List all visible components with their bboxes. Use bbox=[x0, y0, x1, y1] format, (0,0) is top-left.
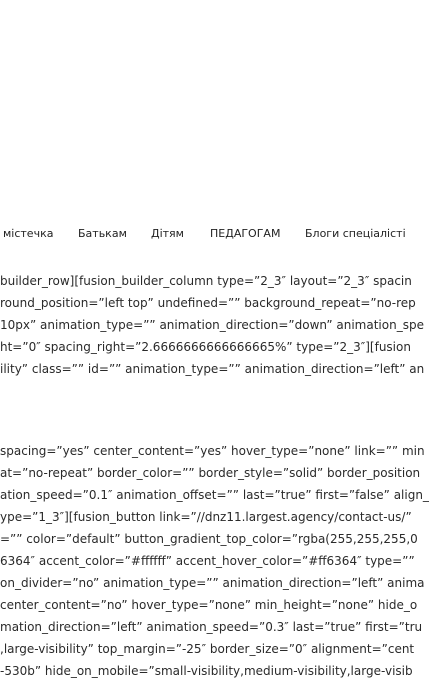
nav-item-pedahoham[interactable]: ПЕДАГОГАМ bbox=[210, 227, 281, 240]
code-line: on_divider=”no” animation_type=”” animat… bbox=[0, 576, 425, 590]
code-line: round_position=”left top” undefined=”” b… bbox=[0, 296, 416, 310]
code-line: -530b” hide_on_mobile=”small-visibility,… bbox=[0, 664, 413, 678]
code-line: =”” color=”default” button_gradient_top_… bbox=[0, 532, 418, 546]
shortcode-text-block-2: spacing=”yes” center_content=”yes” hover… bbox=[0, 440, 429, 682]
code-line: ility” class=”” id=”” animation_type=”” … bbox=[0, 362, 425, 376]
code-line: 6364″ accent_color=”#ffffff” accent_hove… bbox=[0, 554, 415, 568]
nav-item-blohy-spetsialistiv[interactable]: Блоги спеціалісті bbox=[305, 227, 406, 240]
code-line: ation_speed=”0.1″ animation_offset=”” la… bbox=[0, 488, 429, 502]
code-line: builder_row][fusion_builder_column type=… bbox=[0, 274, 412, 288]
main-navigation: містечка Батькам Дітям ПЕДАГОГАМ Блоги с… bbox=[0, 225, 406, 243]
nav-item-ditiam[interactable]: Дітям bbox=[151, 227, 184, 240]
nav-item-mistechka[interactable]: містечка bbox=[3, 227, 54, 240]
code-line: ,large-visibility” top_margin=”-25″ bord… bbox=[0, 642, 415, 656]
code-line: at=”no-repeat” border_color=”” border_st… bbox=[0, 466, 421, 480]
shortcode-text-block-1: builder_row][fusion_builder_column type=… bbox=[0, 270, 425, 380]
code-line: ht=”0″ spacing_right=”2.6666666666666665… bbox=[0, 340, 411, 354]
nav-item-batkam[interactable]: Батькам bbox=[78, 227, 127, 240]
code-line: mation_direction=”left” animation_speed=… bbox=[0, 620, 423, 634]
code-line: ype=”1_3″][fusion_button link=”//dnz11.l… bbox=[0, 510, 412, 524]
code-line: 10px” animation_type=”” animation_direct… bbox=[0, 318, 424, 332]
code-line: center_content=”no” hover_type=”none” mi… bbox=[0, 598, 418, 612]
code-line: spacing=”yes” center_content=”yes” hover… bbox=[0, 444, 425, 458]
